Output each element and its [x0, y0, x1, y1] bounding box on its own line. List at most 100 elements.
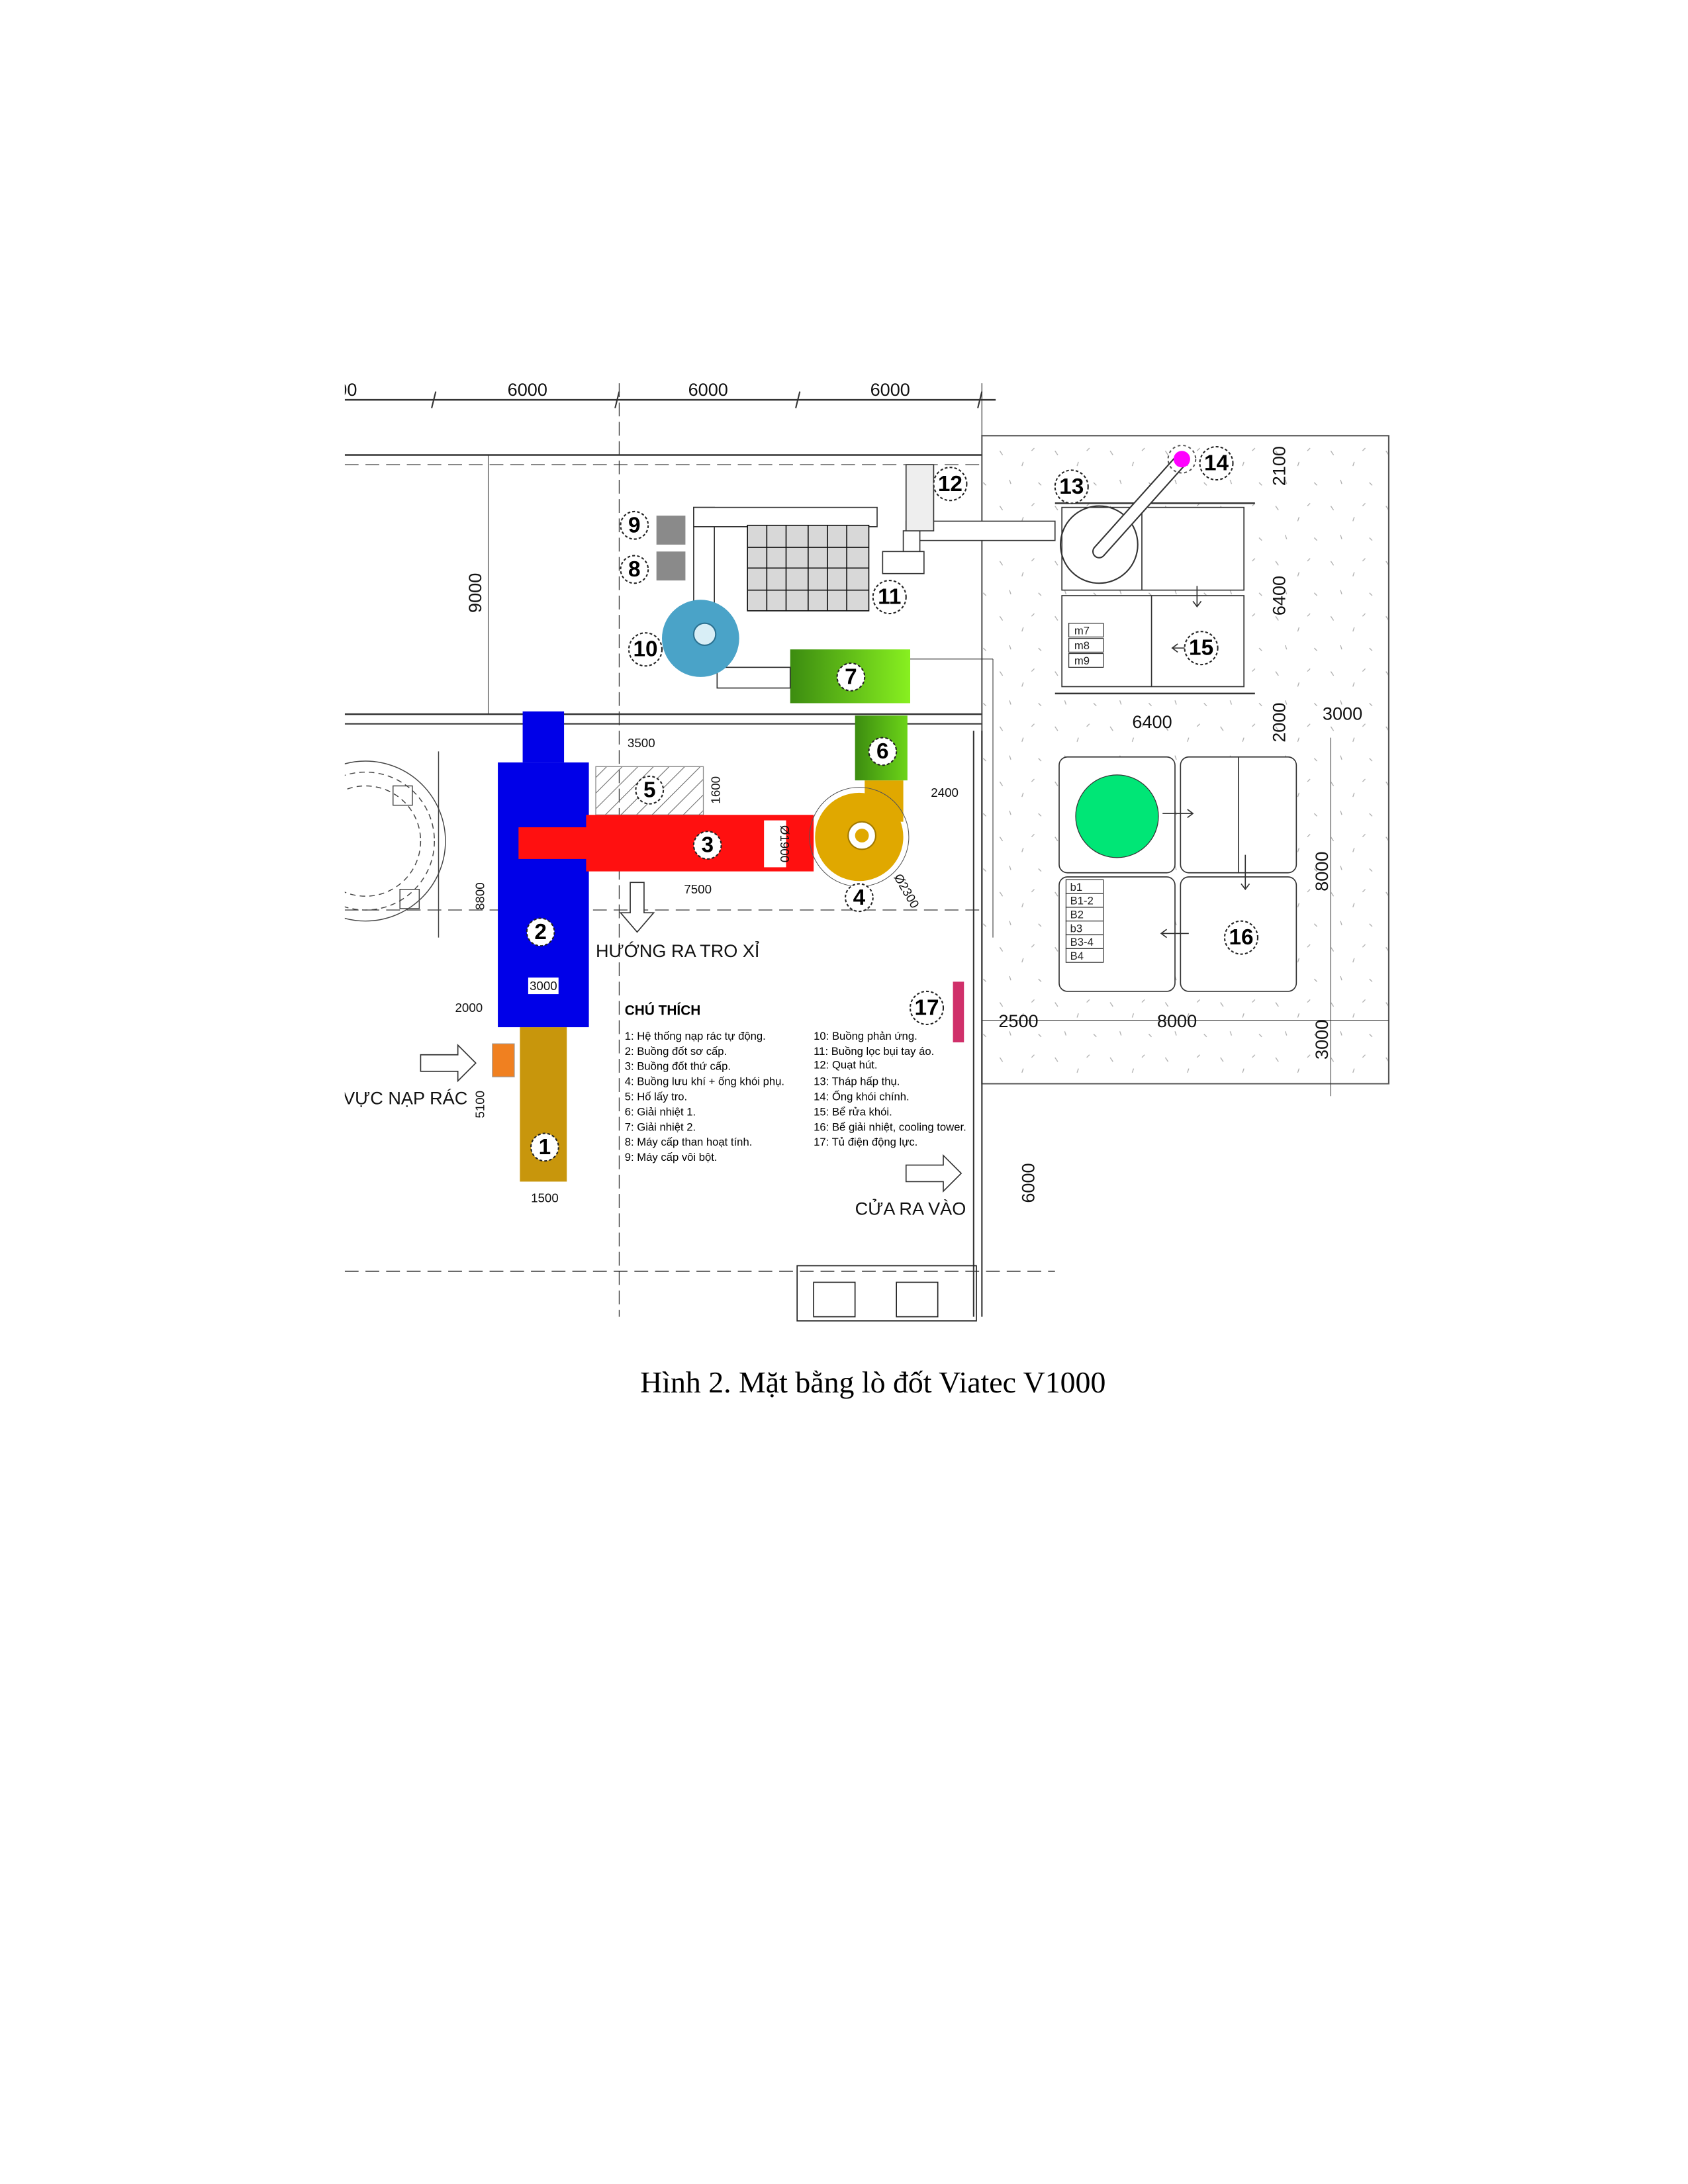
activated-carbon-feeder [656, 551, 686, 581]
legend-item: 13: Tháp hấp thụ. [814, 1075, 900, 1088]
callout-circle [628, 632, 663, 667]
legend-item: 8: Máy cấp than hoạt tính. [625, 1136, 753, 1148]
flow-arrows [1160, 586, 1250, 938]
legend-item: 6: Giải nhiệt 1. [625, 1105, 696, 1118]
legend-item: 15: Bể rửa khói. [814, 1105, 892, 1118]
legend-item: 4: Buồng lưu khí + ống khói phụ. [625, 1075, 784, 1088]
callout-6: 6 [868, 737, 898, 766]
callout-circle [526, 917, 555, 947]
dimension-8000-v: 8000 [1311, 852, 1332, 891]
tank-tag: B3-4 [1070, 936, 1094, 948]
tank-tag: B1-2 [1070, 895, 1094, 907]
waste-loading-label: KHU VỰC NẠP RÁC [300, 1088, 467, 1109]
dimension-3000-v: 3000 [1311, 1020, 1332, 1060]
bottom-equipment [796, 1265, 977, 1322]
tank-tag: b3 [1070, 922, 1083, 934]
grid-lines [344, 383, 1389, 1317]
callout-number: 12 [938, 472, 962, 496]
dimension-2500: 2500 [998, 1011, 1038, 1031]
callout-number: 1 [539, 1135, 551, 1160]
dimension-d1900: Ø1900 [778, 825, 792, 862]
dimension-3000: 3000 [530, 979, 557, 993]
dimension-top-4: 6000 [870, 379, 910, 400]
dimension-top-3: 6000 [688, 379, 728, 400]
reactor-core [692, 622, 717, 647]
dimension-7500: 7500 [684, 882, 712, 896]
dimension-3500: 3500 [628, 736, 655, 750]
callout-circle [1199, 445, 1234, 481]
callout-circle [692, 831, 722, 860]
callout-12: 12 [933, 467, 968, 502]
tank-tag: m7 [1074, 624, 1090, 637]
dimension-1500: 1500 [531, 1191, 559, 1205]
callout-circle [530, 1132, 559, 1162]
callout-13: 13 [1054, 469, 1089, 504]
callout-circle [620, 510, 649, 540]
callout-circle [620, 555, 649, 584]
loading-arrow [420, 1044, 477, 1083]
dimension-3000-h: 3000 [1323, 704, 1362, 724]
legend-item: 11: Buồng lọc bụi tay áo. [814, 1045, 934, 1058]
main-stack [1173, 451, 1190, 468]
callout-number: 16 [1229, 925, 1253, 950]
legend-item: 2: Buồng đốt sơ cấp. [625, 1045, 727, 1058]
callout-circle [635, 775, 665, 805]
legend-item: 14: Ống khói chính. [814, 1089, 909, 1103]
callout-4: 4 [845, 883, 874, 913]
dimension-2400: 2400 [931, 786, 959, 799]
callout-circle [872, 580, 907, 615]
dimension-2000-v: 2000 [1269, 703, 1289, 743]
secondary-chamber-inlet [518, 827, 588, 859]
dimension-9000: 9000 [465, 573, 485, 613]
callout-number: 7 [845, 664, 857, 689]
callout-number: 4 [853, 886, 866, 910]
callout-circle [933, 467, 968, 502]
dimension-6400-h: 6400 [1132, 711, 1172, 732]
callout-number: 8 [628, 557, 641, 582]
legend-item: 7: Giải nhiệt 2. [625, 1120, 696, 1133]
entrance-arrow [905, 1154, 962, 1193]
legend-item: 10: Buồng phản ứng. [814, 1030, 917, 1042]
dimension-5100: 5100 [473, 1091, 487, 1118]
dimension-2100: 2100 [1269, 446, 1289, 486]
callout-circle [1184, 631, 1219, 666]
bag-filter [747, 524, 870, 612]
cooling-tank-tags: b1 B1-2 B2 b3 B3-4 B4 [1065, 879, 1104, 963]
callout-circle [909, 990, 945, 1025]
callout-circle [845, 883, 874, 913]
callout-5: 5 [635, 775, 665, 805]
loading-hopper [492, 1043, 515, 1077]
legend-item: 12: Quạt hút. [814, 1059, 877, 1071]
gas-chamber-core-inner [855, 829, 869, 842]
dimension-1600: 1600 [709, 776, 723, 804]
callout-number: 6 [876, 739, 889, 764]
legend-item: 3: Buồng đốt thứ cấp. [625, 1060, 731, 1073]
callout-number: 9 [628, 513, 641, 537]
callout-number: 3 [701, 833, 714, 858]
legend: CHÚ THÍCH 1: Hệ thống nạp rác tự động. 2… [625, 1002, 966, 1163]
dimension-8000-h: 8000 [1157, 1011, 1197, 1031]
cooling-tower [1075, 774, 1159, 858]
legend-item: 17: Tủ điện động lực. [814, 1136, 917, 1148]
tank-tag: m8 [1074, 639, 1090, 652]
tank-tag: B4 [1070, 950, 1084, 962]
scrubber-tags: m7 m8 m9 [1068, 623, 1104, 668]
callout-number: 14 [1204, 451, 1229, 476]
tank-tag: B2 [1070, 909, 1084, 921]
dim-box [528, 978, 559, 995]
legend-item: 5: Hố lấy tro. [625, 1091, 687, 1103]
main-stack-ring [1167, 444, 1197, 474]
callout-2: 2 [526, 917, 555, 947]
absorption-tower [1060, 505, 1139, 584]
callout-16: 16 [1223, 920, 1259, 955]
callout-7: 7 [836, 662, 866, 692]
callout-circle [1223, 920, 1259, 955]
callout-number: 15 [1189, 636, 1213, 660]
callout-number: 5 [643, 778, 656, 802]
waste-loader-machinery [344, 751, 446, 938]
dimension-8800: 8800 [473, 882, 487, 910]
callout-circle [836, 662, 866, 692]
entrance-label: CỬA RA VÀO [855, 1197, 966, 1218]
tank-tag: b1 [1070, 881, 1083, 893]
